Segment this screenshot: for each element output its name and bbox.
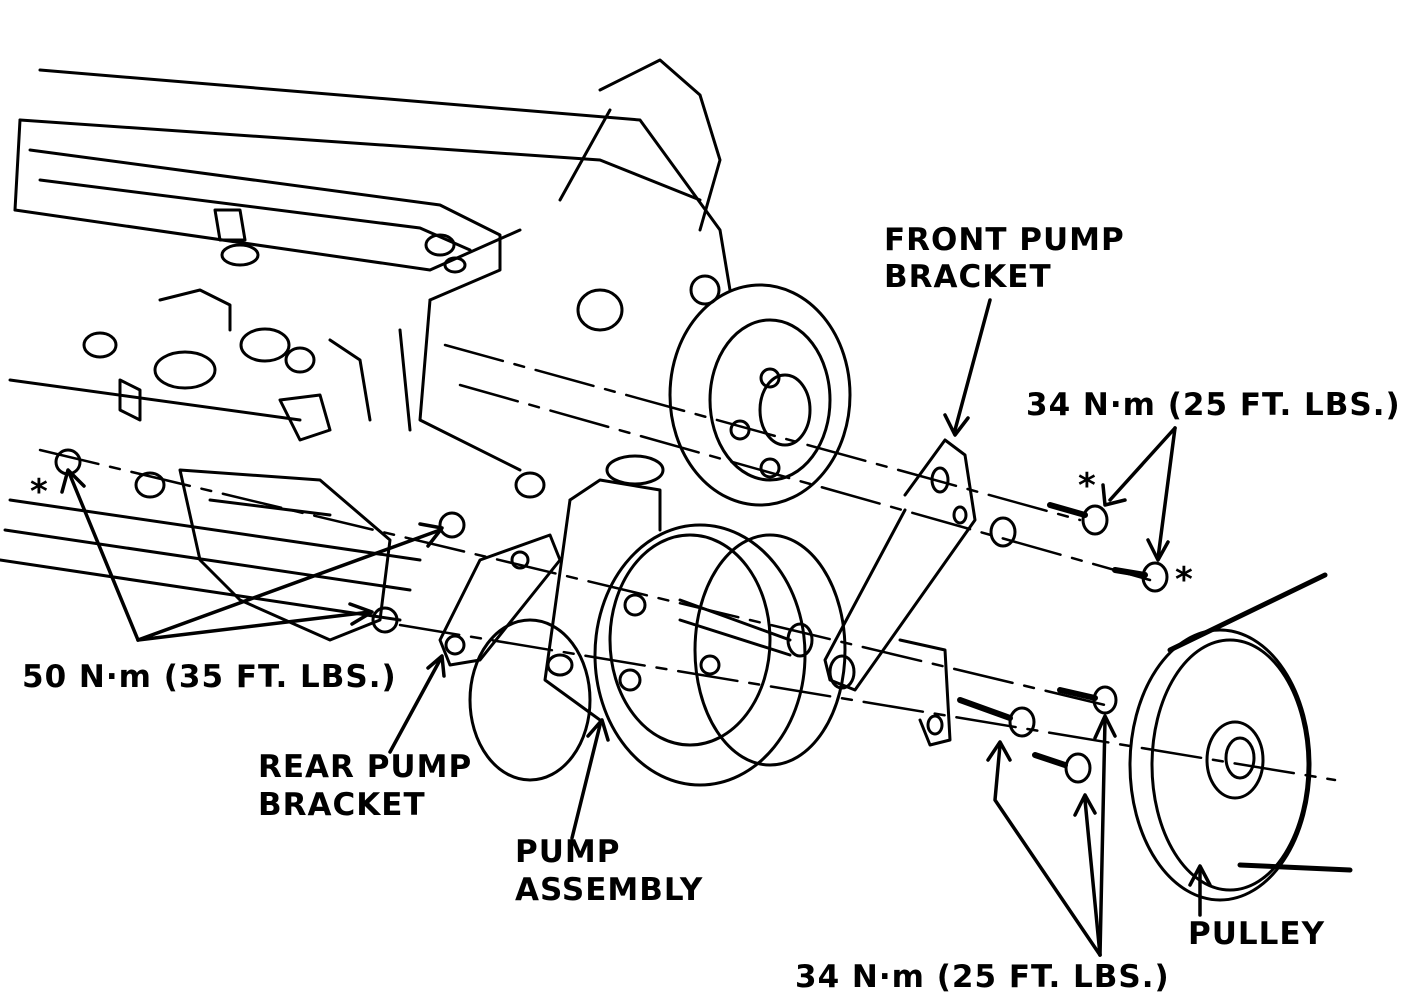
pulley-drawing <box>1128 572 1353 902</box>
rear-bracket-drawing <box>438 533 562 667</box>
engine-block-drawing <box>0 58 732 622</box>
manifold-drawing <box>54 288 466 642</box>
torque-label-front-upper: 34 N·m (25 FT. LBS.) <box>1026 387 1401 423</box>
pump-assembly-drawing <box>468 454 847 787</box>
alignment-lines <box>38 343 1337 782</box>
asterisk-mark-lower-bolt: * <box>1175 560 1193 600</box>
asterisk-mark-rear: * <box>30 472 48 512</box>
torque-label-front-lower: 34 N·m (25 FT. LBS.) <box>795 959 1170 995</box>
upper-pulley-drawing <box>514 274 852 507</box>
bolts-drawing <box>957 502 1169 784</box>
rear-pump-bracket-label-line1: REAR PUMP <box>258 749 473 785</box>
front-pump-bracket-label-line1: FRONT PUMP <box>884 222 1125 258</box>
pulley-label: PULLEY <box>1188 916 1326 952</box>
rear-pump-bracket-label-line2: BRACKET <box>258 787 426 823</box>
pump-assembly-label-line2: ASSEMBLY <box>515 872 704 908</box>
asterisk-mark-upper-bolt: * <box>1078 466 1096 506</box>
torque-label-rear: 50 N·m (35 FT. LBS.) <box>22 659 397 695</box>
leader-arrows <box>60 298 1212 957</box>
pump-assembly-label-line1: PUMP <box>515 834 621 870</box>
front-bracket-drawing <box>823 438 1017 747</box>
front-pump-bracket-label-line2: BRACKET <box>884 259 1052 295</box>
